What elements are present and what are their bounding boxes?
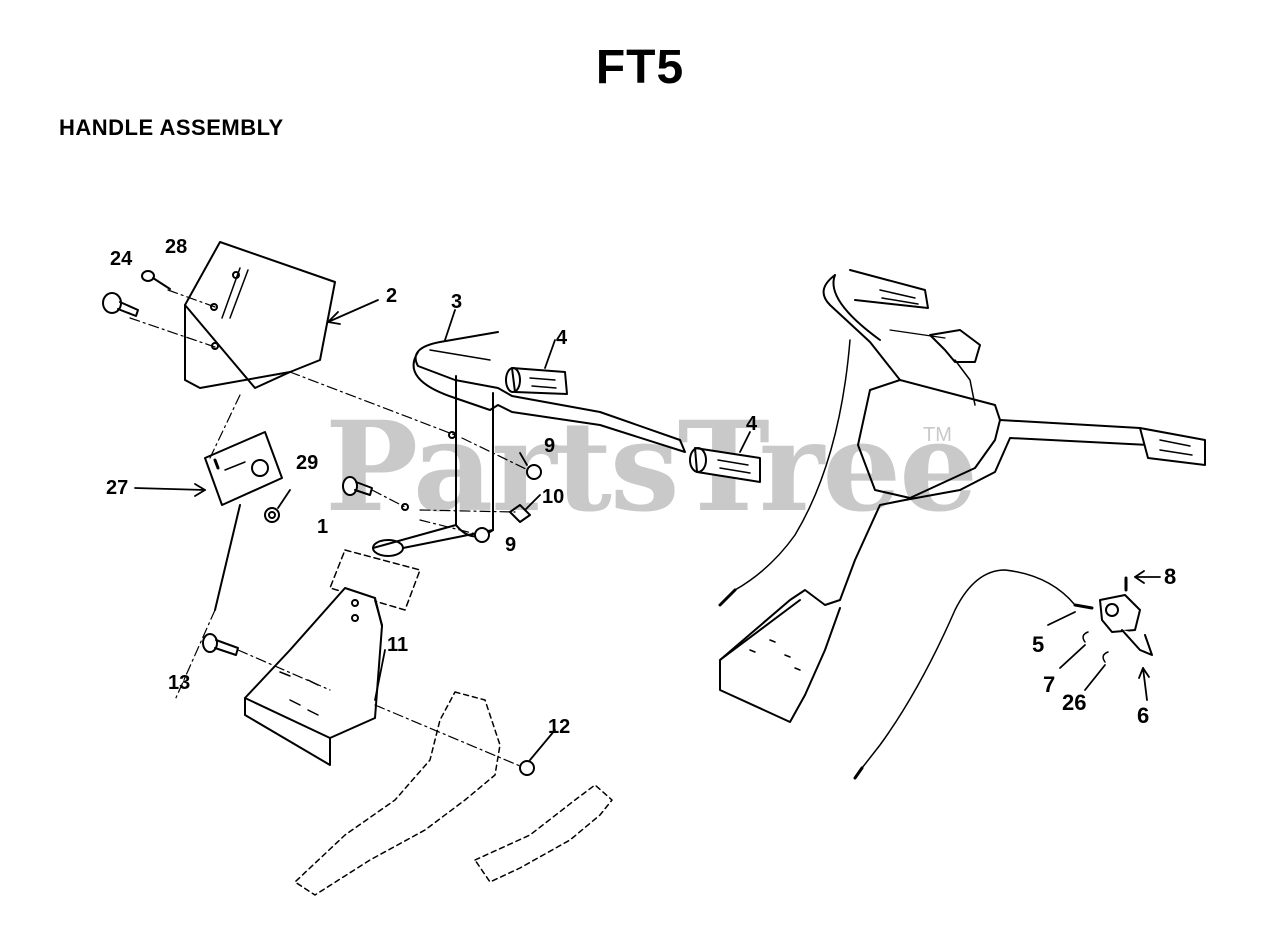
handlebar-part [372, 331, 686, 557]
callout-27: 27 [106, 477, 129, 499]
watermark-trademark: TM [923, 424, 952, 446]
nut-part-12 [519, 760, 535, 776]
page-title: FT5 [595, 41, 685, 94]
callout-9b: 9 [505, 534, 517, 556]
callout-9a: 9 [544, 435, 556, 457]
callout-12: 12 [548, 716, 571, 738]
clip-part-10 [509, 504, 531, 523]
section-title: HANDLE ASSEMBLY [59, 115, 284, 140]
nut-part-29 [264, 507, 280, 523]
callout-3: 3 [451, 291, 463, 313]
bolt-part-1 [342, 476, 373, 496]
callout-26: 26 [1062, 690, 1087, 715]
tiller-frame-outline [294, 691, 613, 896]
callout-2: 2 [386, 285, 398, 307]
cutaway-outline [329, 549, 421, 611]
grip-part-4b [689, 447, 761, 483]
lower-bracket-part-11 [244, 587, 383, 766]
watermark-logo: PartsTree [325, 395, 978, 540]
callout-29: 29 [296, 452, 319, 474]
callout-10: 10 [542, 486, 565, 508]
washer-part-9b [474, 527, 490, 543]
callout-13: 13 [168, 672, 191, 694]
callout-5: 5 [1032, 632, 1045, 657]
callout-4a: 4 [556, 327, 568, 349]
bolt-part-13 [202, 633, 239, 656]
bracket-plate-part-27 [204, 431, 283, 611]
throttle-cable-part [853, 569, 1153, 780]
callout-8: 8 [1164, 564, 1177, 589]
bolt-part-24 [102, 292, 139, 317]
screw-part-28 [141, 270, 171, 290]
callout-28: 28 [165, 236, 188, 258]
assembled-handle-view [718, 269, 1206, 723]
handle-panel-part [184, 241, 336, 389]
grip-part-4a [505, 367, 568, 395]
leader-lines [129, 289, 529, 767]
callout-24: 24 [110, 248, 133, 270]
callout-7: 7 [1043, 672, 1056, 697]
callout-6: 6 [1137, 703, 1150, 728]
callout-1: 1 [317, 516, 329, 538]
washer-part-9a [526, 464, 542, 480]
callout-arrows [134, 299, 1161, 761]
callout-11: 11 [387, 634, 409, 656]
callout-4b: 4 [746, 413, 758, 435]
